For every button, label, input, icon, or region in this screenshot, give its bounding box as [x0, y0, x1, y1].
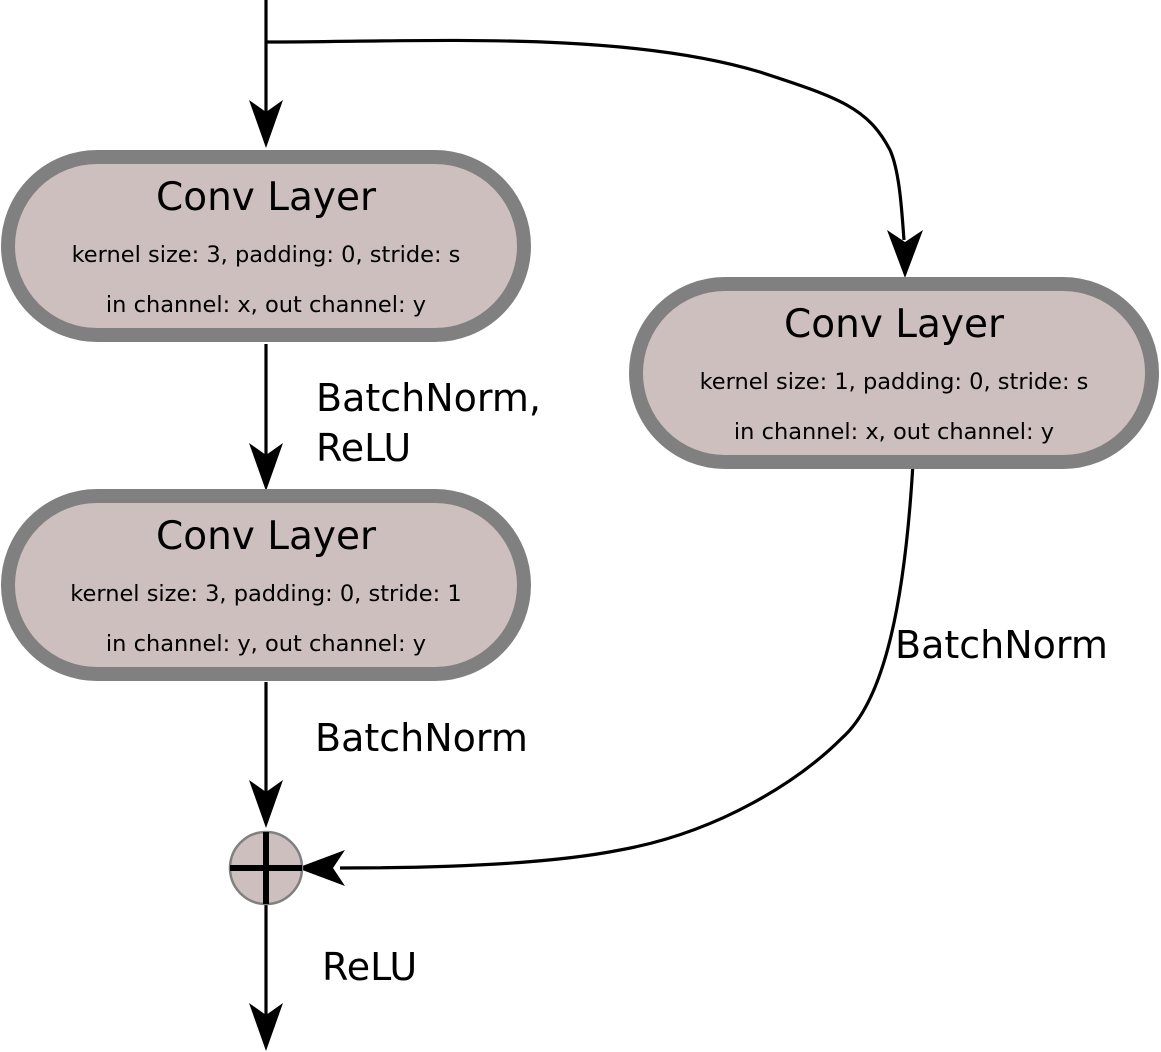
edge-shortcut-to-sum	[339, 462, 915, 870]
node-conv-a-line1: kernel size: 3, padding: 0, stride: s	[72, 242, 461, 268]
arrowhead-conv-b	[249, 443, 283, 491]
node-conv-a: Conv Layer kernel size: 3, padding: 0, s…	[1, 150, 531, 342]
label-sum-out: ReLU	[322, 945, 417, 989]
arrowhead-sum-right	[297, 850, 345, 886]
node-conv-b-line2: in channel: y, out channel: y	[106, 631, 426, 657]
sum-node	[228, 830, 304, 906]
node-conv-b: Conv Layer kernel size: 3, padding: 0, s…	[1, 489, 531, 681]
node-conv-a-shape	[1, 150, 531, 342]
arrowhead-sum-top	[249, 780, 283, 828]
node-conv-shortcut-line2: in channel: x, out channel: y	[734, 419, 1054, 445]
edges	[249, 0, 923, 1051]
node-conv-a-line2: in channel: x, out channel: y	[106, 292, 426, 318]
node-conv-b-line1: kernel size: 3, padding: 0, stride: 1	[70, 581, 461, 607]
arrowhead-shortcut-conv	[887, 230, 923, 278]
node-conv-shortcut-shape	[629, 277, 1159, 469]
arrowhead-output	[249, 1003, 283, 1051]
node-conv-b-title: Conv Layer	[156, 514, 377, 559]
label-shortcut-to-sum: BatchNorm	[895, 623, 1108, 667]
node-conv-a-title: Conv Layer	[156, 175, 377, 220]
arrowhead-conv-a	[249, 100, 283, 148]
node-conv-b-shape	[1, 489, 531, 681]
node-conv-shortcut-title: Conv Layer	[784, 302, 1005, 347]
edge-shortcut-branch	[265, 38, 906, 241]
label-conv-b-to-sum: BatchNorm	[315, 716, 528, 760]
node-conv-shortcut-line1: kernel size: 1, padding: 0, stride: s	[700, 369, 1089, 395]
edge-labels: BatchNorm, ReLU BatchNorm BatchNorm ReLU	[315, 376, 1108, 989]
label-conv-a-to-conv-b-line2: ReLU	[316, 426, 411, 470]
node-conv-shortcut: Conv Layer kernel size: 1, padding: 0, s…	[629, 277, 1159, 469]
label-conv-a-to-conv-b-line1: BatchNorm,	[316, 376, 541, 420]
